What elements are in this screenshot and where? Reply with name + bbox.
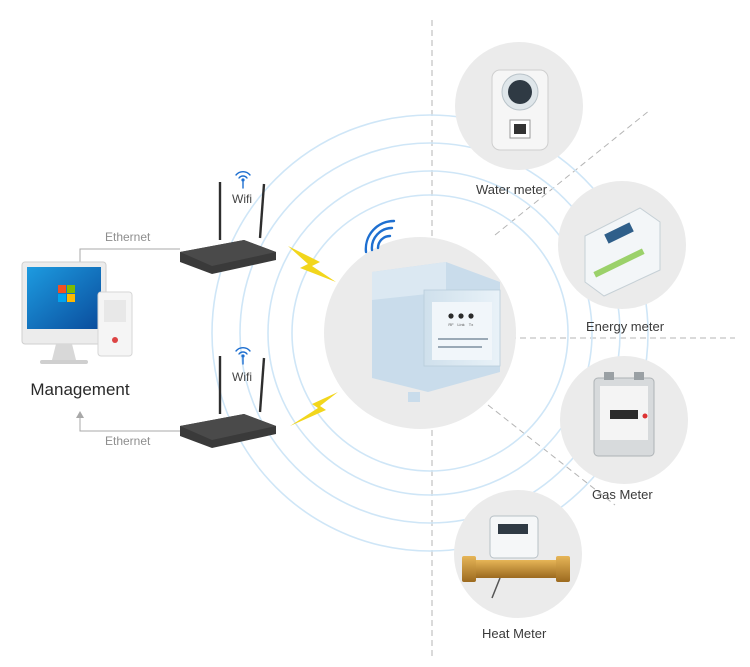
heat-meter-node [454, 490, 582, 618]
device-wifi-icon [364, 219, 396, 254]
led-tx [468, 313, 474, 319]
gas-meter-icon [593, 372, 655, 457]
led-rf-label: RF [448, 322, 454, 327]
gas-meter-node [560, 356, 688, 484]
wifi-label-top: Wifi [232, 192, 252, 206]
energy-meter-node [558, 181, 686, 309]
energy-meter-icon [584, 207, 661, 297]
water-meter-icon [491, 69, 549, 151]
ethernet-line-bottom [76, 411, 180, 432]
router-top [180, 182, 276, 274]
management-computer [21, 261, 133, 364]
led-link [458, 313, 464, 319]
water-meter-node [455, 42, 583, 170]
wifi-label-bottom: Wifi [232, 370, 252, 384]
heat-meter-label: Heat Meter [482, 626, 547, 641]
wifi-icon-top [235, 171, 251, 189]
ethernet-label-top: Ethernet [105, 230, 151, 244]
led-rf [448, 313, 454, 319]
management-label: Management [30, 380, 130, 399]
din-rail-gateway: RF Link Tx [372, 262, 501, 402]
ethernet-label-bottom: Ethernet [105, 434, 151, 448]
heat-meter-icon [462, 515, 570, 599]
signal-rings [211, 114, 649, 552]
led-tx-label: Tx [469, 322, 473, 327]
lightning-bolt-bottom [290, 392, 338, 426]
router-bottom [180, 356, 276, 448]
energy-meter-label: Energy meter [586, 319, 665, 334]
led-link-label: Link [457, 322, 464, 327]
wifi-icon-bottom [235, 347, 251, 365]
water-meter-label: Water meter [476, 182, 548, 197]
lightning-bolt-top [288, 246, 336, 282]
gas-meter-label: Gas Meter [592, 487, 653, 502]
